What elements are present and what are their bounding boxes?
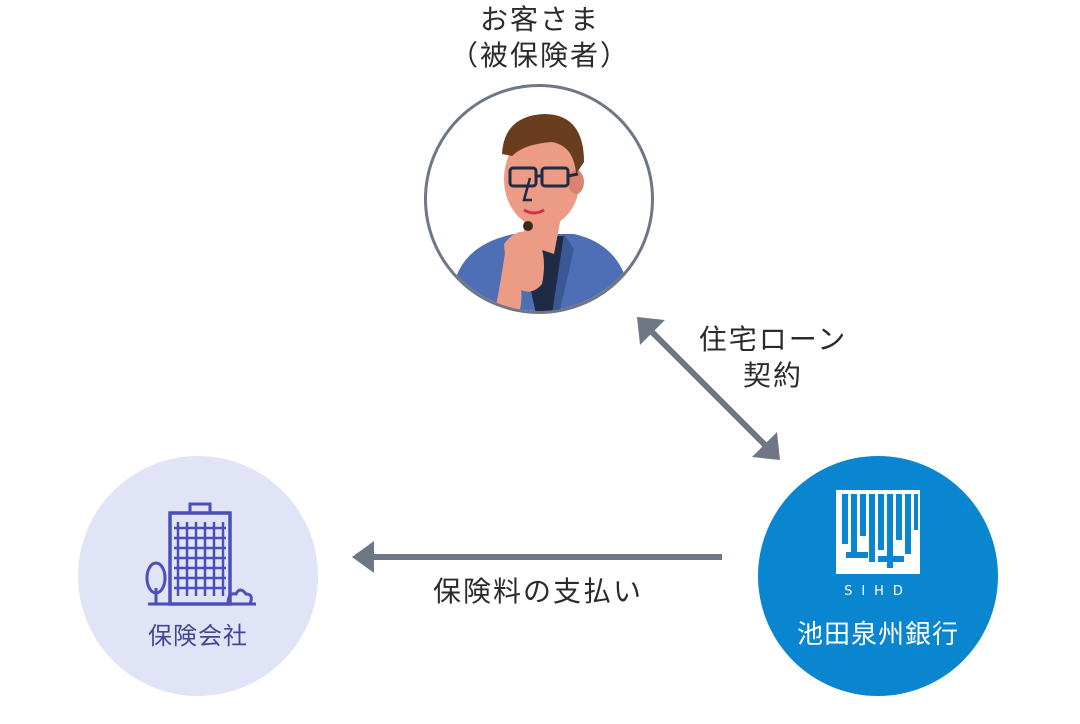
insurer-node: 保険会社 (78, 456, 318, 696)
insurer-name: 保険会社 (148, 622, 248, 650)
bank-code: SIHD (844, 584, 912, 599)
customer-label: お客さま （被保険者） (390, 2, 690, 74)
loan-contract-label: 住宅ローン 契約 (668, 322, 878, 394)
bank-name: 池田泉州銀行 (796, 620, 959, 650)
office-building-icon (145, 502, 256, 606)
bank-node: SIHD 池田泉州銀行 (758, 456, 998, 696)
loan-label-line2: 契約 (742, 359, 803, 392)
customer-title: お客さま (479, 3, 600, 36)
customer-node (424, 84, 654, 314)
bank-circle-bg (758, 456, 998, 696)
customer-subtitle: （被保険者） (449, 39, 630, 72)
man-thinking-avatar-icon (454, 114, 629, 311)
premium-payment-label: 保険料の支払い (432, 575, 643, 608)
bank-logo-icon (836, 490, 920, 574)
loan-label-line1: 住宅ローン (698, 323, 848, 356)
